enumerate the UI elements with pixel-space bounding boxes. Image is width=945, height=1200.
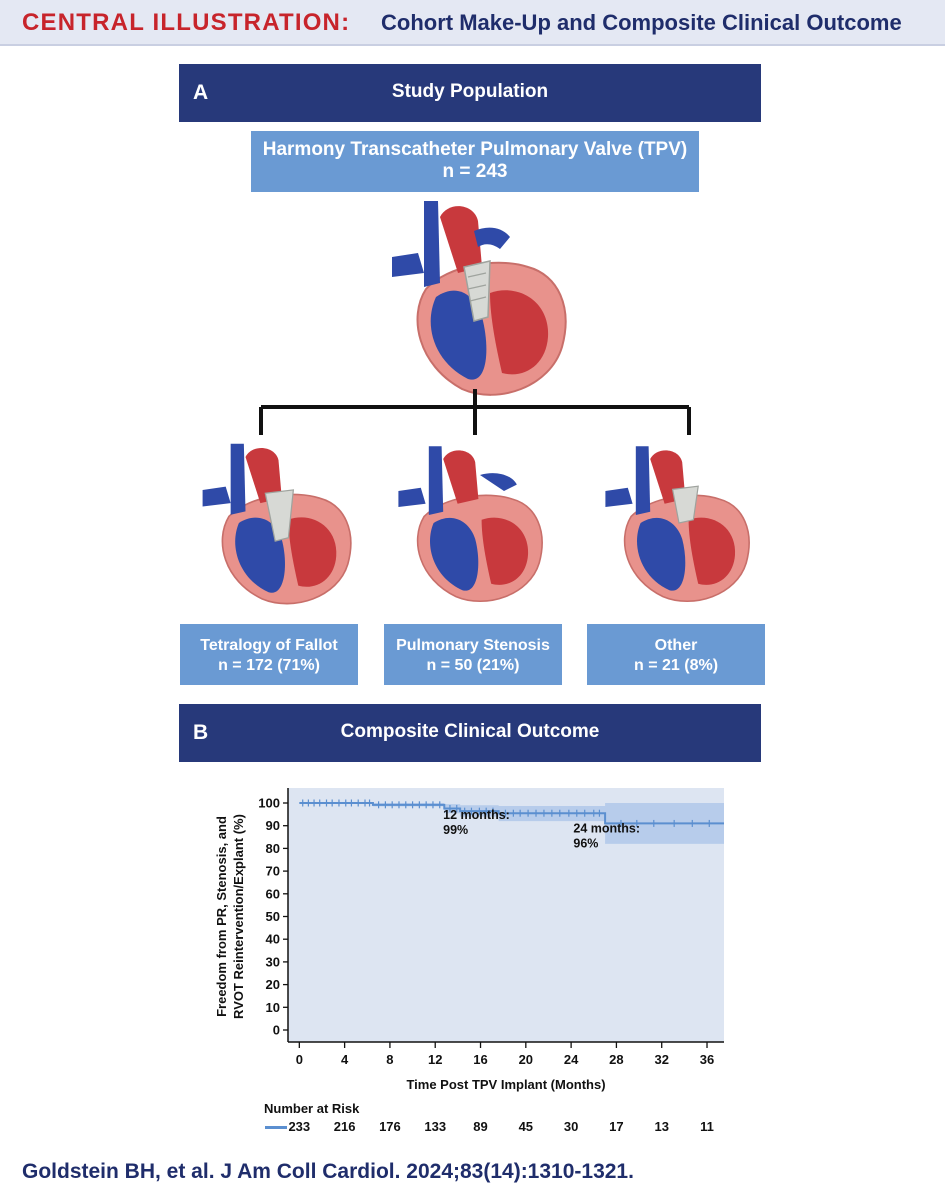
number-at-risk-value: 11 xyxy=(700,1119,714,1134)
km-survival-line xyxy=(299,802,724,825)
x-tick-label: 32 xyxy=(654,1052,668,1067)
y-tick-label: 80 xyxy=(266,841,280,856)
total-cohort-box: Harmony Transcatheter Pulmonary Valve (T… xyxy=(251,131,699,192)
other-group-n: n = 21 (8%) xyxy=(633,657,719,674)
x-tick-label: 8 xyxy=(386,1052,393,1067)
y-tick-label: 50 xyxy=(266,909,280,924)
x-tick-label: 28 xyxy=(609,1052,623,1067)
panel-a-label: Study Population xyxy=(391,81,549,102)
y-tick-label: 30 xyxy=(266,954,280,969)
number-at-risk-value: 176 xyxy=(379,1119,401,1134)
cohort-branch-connector xyxy=(259,389,691,435)
number-at-risk-value: 89 xyxy=(473,1119,488,1134)
panel-a-letter: A xyxy=(193,81,209,104)
tetralogy-group-n: n = 172 (71%) xyxy=(218,657,320,674)
panel-a-header: A Study Population xyxy=(179,64,761,122)
x-tick-label: 16 xyxy=(473,1052,487,1067)
pulmonary-stenosis-group-box: Pulmonary Stenosis n = 50 (21%) xyxy=(384,624,562,685)
figure-title-bar: CENTRAL ILLUSTRATION: Cohort Make-Up and… xyxy=(0,0,945,46)
tetralogy-heart-illustration xyxy=(202,443,352,605)
citation: Goldstein BH, et al. J Am Coll Cardiol. … xyxy=(22,1160,634,1183)
number-at-risk-swatch xyxy=(265,1126,287,1129)
total-cohort-n: n = 243 xyxy=(442,161,508,182)
x-tick-label: 24 xyxy=(564,1052,579,1067)
number-at-risk-value: 13 xyxy=(654,1119,669,1134)
other-group-box: Other n = 21 (8%) xyxy=(587,624,765,685)
y-tick-label: 40 xyxy=(266,932,280,947)
pulmonary-stenosis-group-n: n = 50 (21%) xyxy=(426,657,520,674)
figure-title-text: Cohort Make-Up and Composite Clinical Ou… xyxy=(381,10,902,35)
tetralogy-group-box: Tetralogy of Fallot n = 172 (71%) xyxy=(180,624,358,685)
total-cohort-name: Harmony Transcatheter Pulmonary Valve (T… xyxy=(262,139,688,160)
x-tick-label: 4 xyxy=(341,1052,349,1067)
panel-b-label: Composite Clinical Outcome xyxy=(340,721,600,742)
x-tick-label: 20 xyxy=(519,1052,533,1067)
annotation-value: 96% xyxy=(573,837,598,851)
x-axis-label: Time Post TPV Implant (Months) xyxy=(406,1077,605,1092)
annotation-value: 99% xyxy=(443,823,468,837)
y-axis-label: RVOT Reintervention/Explant (%) xyxy=(231,814,246,1019)
number-at-risk-value: 30 xyxy=(563,1119,579,1134)
tetralogy-group-name: Tetralogy of Fallot xyxy=(200,637,338,654)
heart-with-valve-illustration xyxy=(392,201,567,396)
annotation-label: 24 months: xyxy=(573,822,640,836)
figure-title-prefix: CENTRAL ILLUSTRATION: xyxy=(22,9,351,36)
y-tick-label: 60 xyxy=(266,886,280,901)
x-tick-label: 36 xyxy=(700,1052,714,1067)
y-tick-label: 70 xyxy=(266,864,280,879)
y-tick-label: 90 xyxy=(266,818,280,833)
x-tick-label: 0 xyxy=(296,1052,303,1067)
y-tick-label: 100 xyxy=(258,796,280,811)
y-tick-label: 10 xyxy=(266,1000,280,1015)
other-heart-illustration xyxy=(605,446,750,602)
y-axis-label: Freedom from PR, Stenosis, and xyxy=(214,816,229,1017)
y-tick-label: 20 xyxy=(266,977,280,992)
pulmonary-stenosis-heart-illustration xyxy=(398,446,543,602)
other-group-name: Other xyxy=(654,637,698,654)
number-at-risk-value: 133 xyxy=(424,1119,447,1134)
panel-b-letter: B xyxy=(193,721,209,744)
y-tick-label: 0 xyxy=(273,1023,280,1038)
panel-b-header: B Composite Clinical Outcome xyxy=(179,704,761,762)
number-at-risk-value: 45 xyxy=(518,1119,534,1134)
number-at-risk-value: 17 xyxy=(609,1119,624,1134)
x-tick-label: 12 xyxy=(428,1052,442,1067)
annotation-label: 12 months: xyxy=(443,808,510,822)
pulmonary-stenosis-group-name: Pulmonary Stenosis xyxy=(396,637,550,654)
kaplan-meier-chart: 0 10 20 30 40 50 60 70 80 90 100 0 4 8 12 16 20 24 28 32 36T… xyxy=(214,788,724,1092)
number-at-risk-value: 216 xyxy=(333,1119,356,1134)
number-at-risk-value: 233 xyxy=(288,1119,311,1134)
number-at-risk-label: Number at Risk xyxy=(264,1101,360,1116)
confidence-band xyxy=(299,803,724,844)
